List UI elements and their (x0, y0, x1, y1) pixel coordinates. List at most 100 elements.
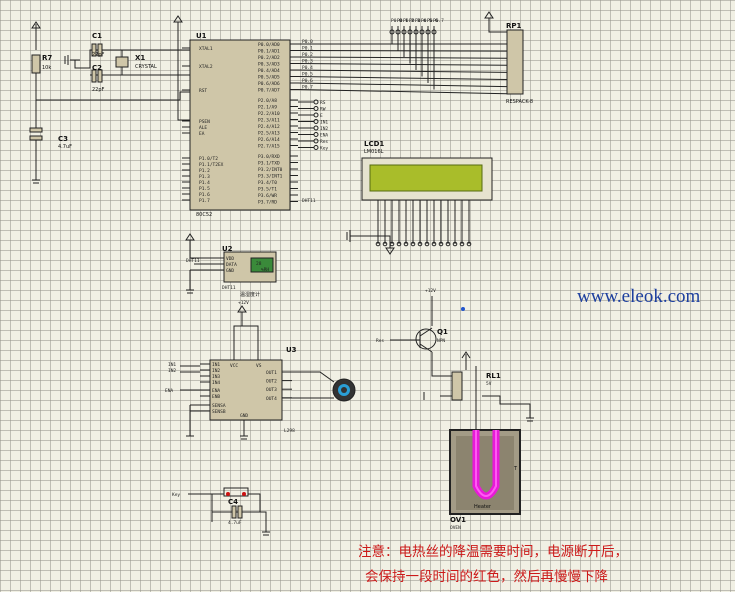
rp1-ref: RP1 (506, 22, 522, 30)
u3-supply-wire (233, 312, 259, 360)
u1-pin-right: P0.4/AD4 (258, 68, 280, 74)
u3-pin-bottom: GND (240, 413, 248, 419)
q1-relay-driver[interactable]: +12V Q1 NPN RL1 5V (390, 288, 534, 430)
c2-value: 22pF (92, 87, 105, 93)
resistor-r7[interactable] (31, 54, 41, 74)
u3-ref: U3 (286, 346, 297, 354)
power-terminal-r7 (31, 21, 41, 29)
dht-readout-value: 28 (256, 261, 262, 267)
p0-top-label: P0.4 (415, 18, 426, 24)
ov1-oven[interactable]: Heater T OV1 OVEN (449, 429, 521, 531)
u1-pin-left: XTAL1 (199, 46, 213, 52)
p0-net-label: P0.5 (302, 72, 313, 78)
u1-pin-right: P3.2/INT0 (258, 167, 283, 173)
u1-ref: U1 (196, 32, 207, 40)
ground-lcd (346, 230, 351, 242)
u2-ref: U2 (222, 245, 233, 253)
r7-ref: R7 (42, 54, 52, 62)
rl1-ref: RL1 (486, 372, 501, 380)
net-res: Res (376, 338, 384, 344)
u1-pin-right: P2.0/A8 (258, 98, 277, 104)
u1-pin-left: PSEN (199, 119, 210, 125)
oscillator-section: R7 10k C3 4.7uF C1 22pF C2 22pF X1 CRYST… (29, 21, 190, 184)
net-in1: IN1 (168, 362, 176, 368)
u1-pin-right: P0.7/AD7 (258, 88, 280, 94)
u2-pin-gnd: GND (226, 268, 234, 274)
q1-emitter-wire (431, 352, 456, 377)
note-line-2: 会保持一段时间的红色，然后再慢慢下降 (365, 569, 608, 585)
p0-net-label: P0.3 (302, 59, 313, 65)
rp1-value: RESPACK-8 (506, 99, 533, 105)
p0-top-label: P0.5 (421, 18, 432, 24)
c3-value: 4.7uF (58, 144, 72, 150)
u1-microcontroller[interactable]: U1 80C52 XTAL1XTAL2RSTPSENALEEAP1.0/T2P1… (173, 15, 298, 218)
capacitor-c1[interactable] (91, 43, 97, 57)
p0-net-label: P0.1 (302, 46, 313, 52)
p0-top-label: P0.6 (427, 18, 438, 24)
u1-pin-right: P3.1/TXD (258, 161, 280, 167)
u1-pin-right: P3.3/INT1 (258, 174, 283, 180)
p0-top-label: P0.2 (403, 18, 414, 24)
c3-ref: C3 (58, 135, 68, 143)
u1-pin-left: P1.2 (199, 168, 210, 174)
u2-pin-vdd: VDD (226, 256, 234, 262)
p0-net-label: P0.6 (302, 78, 313, 84)
lcd1-display[interactable]: LCD1 LM016L (346, 140, 493, 255)
u1-pin-left: P1.4 (199, 180, 210, 186)
u1-pin-right: P0.5/AD5 (258, 75, 280, 81)
oven-temp-mark: T (513, 466, 518, 472)
u1-pin-left: P1.1/T2EX (199, 162, 224, 168)
rl1-value: 5V (486, 381, 492, 387)
x1-ref: X1 (135, 54, 145, 62)
u1-pin-left: P1.7 (199, 198, 210, 204)
u3-pin-right: OUT4 (266, 396, 277, 402)
crystal-x1[interactable] (115, 56, 129, 68)
u1-pin-left: P1.3 (199, 174, 210, 180)
capacitor-c4 (231, 505, 237, 519)
relay-supply (461, 351, 471, 370)
dht-net-label-2: DHT11 (222, 285, 236, 291)
dht-readout-unit: %RH (261, 267, 269, 273)
resistor-pack-rp1[interactable] (506, 29, 524, 95)
q1-ref: Q1 (437, 328, 448, 336)
key-wire (188, 493, 267, 532)
p2-net-label: ENA (320, 133, 328, 139)
u1-pin-right: P2.7/A15 (258, 144, 280, 150)
capacitor-c3[interactable] (29, 127, 43, 133)
u3-pin-right: OUT1 (266, 370, 277, 376)
u1-pin-right: P3.5/T1 (258, 187, 277, 193)
u1-body (189, 39, 291, 211)
x1-value: CRYSTAL (135, 64, 157, 70)
u1-pin-right: P2.5/A13 (258, 131, 280, 137)
u3-pin-left: SENSB (212, 409, 226, 415)
net-ena: ENA (165, 388, 173, 394)
key-button (223, 487, 249, 497)
u1-pin-right: P0.0/AD0 (258, 42, 280, 48)
dht-gnd-wire (186, 269, 224, 294)
u3-pin-left: IN3 (212, 374, 220, 380)
capacitor-c2[interactable] (91, 69, 97, 83)
u1-pin-left: EA (199, 131, 205, 137)
u1-pin-right: P3.4/T0 (258, 180, 277, 186)
power-terminal-rp1 (484, 11, 494, 19)
u3-pin-left: ENB (212, 394, 220, 400)
p0-top-label: P0.1 (397, 18, 408, 24)
oven-element-label: Heater (474, 504, 492, 510)
p2-net-label: IN2 (320, 126, 328, 132)
u1-right-pins: P0.0/AD0P0.1/AD1P0.2/AD2P0.3/AD3P0.4/AD4… (258, 42, 298, 206)
u3-pin-right: OUT3 (266, 387, 277, 393)
lcd1-ref: LCD1 (364, 140, 384, 148)
u2-dht11[interactable]: 28 %RH U2 VDD DATA GND DHT11 DHT11 温湿度计 (185, 233, 277, 298)
u3-l298[interactable]: +12V U3 L298 IN1IN2IN3IN4ENAENBSENSASENS… (186, 300, 356, 440)
u1-pin-right: P2.3/A11 (258, 118, 280, 124)
relay-coil-gnd (423, 392, 452, 400)
u3-part: L298 (284, 428, 295, 434)
c4-value: 4.7uF (228, 520, 242, 526)
key-c4[interactable]: C4 4.7uF (188, 487, 270, 536)
power-terminal-u1 (173, 15, 183, 23)
q1-supply: +12V (425, 288, 436, 294)
